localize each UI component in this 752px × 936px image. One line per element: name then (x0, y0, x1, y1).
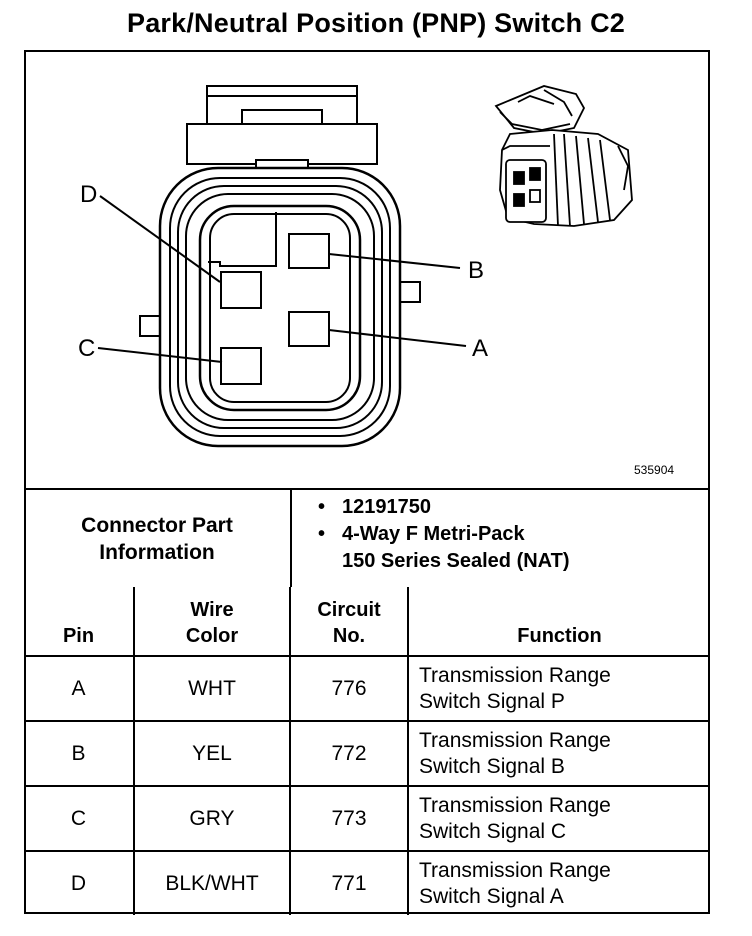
connector-3d-illustration (494, 85, 633, 227)
cavity-a (288, 311, 330, 347)
header-pin: Pin (24, 587, 135, 657)
cell-circuit: 776 (289, 655, 409, 722)
leader-d (99, 195, 221, 283)
cell-wire-color: YEL (133, 720, 291, 787)
pin-label-c: C (78, 335, 95, 362)
part-number-item: • 12191750 (318, 494, 570, 521)
cell-pin: A (24, 655, 135, 722)
leader-a (328, 329, 467, 347)
connector-body (158, 166, 402, 448)
connector-info-label: Connector Part Information (24, 490, 292, 587)
leader-c (97, 347, 223, 363)
cell-circuit: 773 (289, 785, 409, 852)
bullet-icon: • (318, 523, 326, 545)
cell-pin: D (24, 850, 135, 915)
figure-id: 535904 (634, 463, 675, 477)
cell-wire-color: GRY (133, 785, 291, 852)
pin-d-housing (208, 212, 277, 267)
cell-circuit: 771 (289, 850, 409, 915)
connector-info-label-line: Information (99, 540, 215, 564)
cell-pin: C (24, 785, 135, 852)
cell-wire-color: BLK/WHT (133, 850, 291, 915)
connector-type-line: 150 Series Sealed (NAT) (342, 550, 570, 572)
cell-pin: B (24, 720, 135, 787)
header-function: Function (407, 587, 710, 657)
connector-latch (186, 85, 378, 175)
cell-wire-color: WHT (133, 655, 291, 722)
connector-type-item: • 4-Way F Metri-Pack 150 Series Sealed (… (318, 521, 570, 575)
bullet-icon: • (318, 496, 326, 518)
cell-circuit: 772 (289, 720, 409, 787)
cavity-c (220, 347, 262, 385)
part-number: 12191750 (342, 496, 431, 518)
cavity-b (288, 233, 330, 269)
connector-info-row: Connector Part Information • 12191750 • … (24, 488, 710, 587)
pin-label-b: B (468, 257, 484, 284)
connector-info-label-line: Connector Part (81, 513, 233, 537)
leader-b (328, 253, 461, 269)
right-tab (397, 281, 421, 303)
connector-diagram: D B A C (24, 50, 710, 488)
pin-label-a: A (472, 335, 488, 362)
page-title: Park/Neutral Position (PNP) Switch C2 (126, 8, 625, 38)
cavity-d (220, 271, 262, 309)
connector-info-details: • 12191750 • 4-Way F Metri-Pack 150 Seri… (318, 494, 570, 575)
pin-label-d: D (80, 181, 97, 208)
connector-type-line: 4-Way F Metri-Pack (342, 523, 525, 545)
